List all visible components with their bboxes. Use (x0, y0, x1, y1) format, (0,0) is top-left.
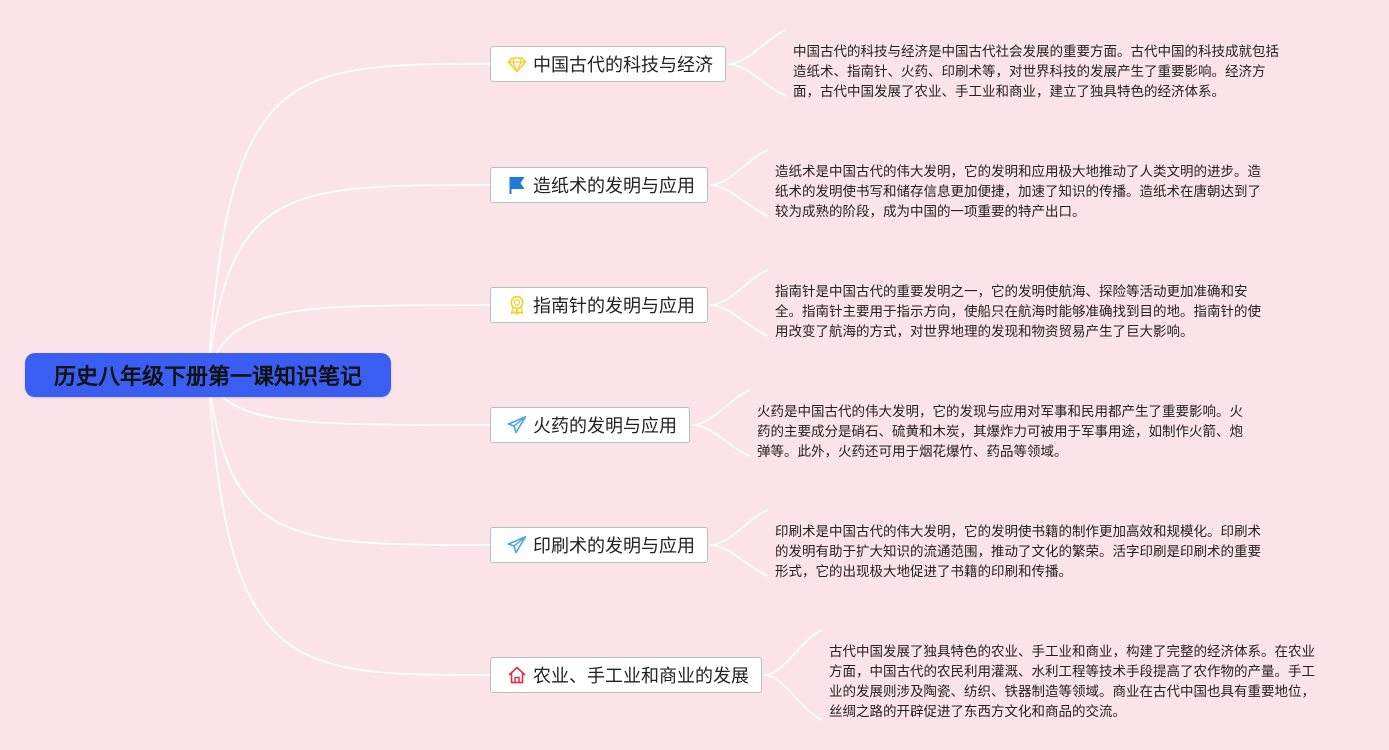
diamond-icon (507, 54, 527, 74)
note-connector (709, 304, 769, 337)
root-connector (207, 374, 491, 676)
topic-nongye-shougongye-shangye[interactable]: 农业、手工业和商业的发展 (490, 657, 762, 693)
note-yinshuashu: 印刷术是中国古代的伟大发明，它的发明使书籍的制作更加高效和规模化。印刷术的发明有… (775, 524, 1261, 580)
root-connector (207, 304, 491, 376)
topic-yinshuashu[interactable]: 印刷术的发明与应用 (490, 527, 708, 563)
topic-label: 火药的发明与应用 (533, 416, 677, 437)
note-connector (691, 389, 751, 426)
topic-label: 农业、手工业和商业的发展 (533, 666, 749, 687)
topic-huoyao[interactable]: 火药的发明与应用 (490, 407, 690, 443)
note-connector (727, 29, 787, 65)
topic-label: 指南针的发明与应用 (533, 296, 695, 317)
note-connector (727, 63, 787, 97)
home-icon (507, 665, 527, 685)
topic-zaozhishu[interactable]: 造纸术的发明与应用 (490, 167, 708, 203)
topic-keji-jingji[interactable]: 中国古代的科技与经济 (490, 46, 726, 82)
note-zhinanzhen: 指南针是中国古代的重要发明之一，它的发明使航海、探险等活动更加准确和安全。指南针… (775, 284, 1261, 340)
topic-label: 中国古代的科技与经济 (533, 55, 713, 76)
topic-zhinanzhen[interactable]: 指南针的发明与应用 (490, 287, 708, 323)
root-connector (207, 374, 491, 546)
award-icon (507, 295, 527, 315)
flag-icon (507, 175, 527, 195)
note-connector (709, 509, 769, 546)
root-node[interactable]: 历史八年级下册第一课知识笔记 (25, 353, 391, 397)
note-connector (709, 269, 769, 306)
note-huoyao: 火药是中国古代的伟大发明，它的发现与应用对军事和民用都产生了重要影响。火药的主要… (757, 404, 1243, 460)
topic-label: 造纸术的发明与应用 (533, 176, 695, 197)
paper-plane-icon (507, 535, 527, 555)
paper-plane-icon (507, 415, 527, 435)
note-connector (709, 544, 769, 577)
note-keji-jingji: 中国古代的科技与经济是中国古代社会发展的重要方面。古代中国的科技成就包括造纸术、… (793, 44, 1279, 100)
root-title: 历史八年级下册第一课知识笔记 (53, 365, 362, 390)
note-connector (709, 184, 769, 217)
topic-label: 印刷术的发明与应用 (533, 536, 695, 557)
note-connector (763, 629, 823, 676)
note-connector (763, 674, 823, 721)
note-nongye-shougongye-shangye: 古代中国发展了独具特色的农业、手工业和商业，构建了完整的经济体系。在农业方面，中… (829, 644, 1315, 720)
root-connector (207, 184, 491, 376)
root-connector (207, 63, 491, 376)
note-connector (691, 424, 751, 457)
note-zaozhishu: 造纸术是中国古代的伟大发明，它的发明和应用极大地推动了人类文明的进步。造纸术的发… (775, 164, 1261, 220)
note-connector (709, 149, 769, 186)
